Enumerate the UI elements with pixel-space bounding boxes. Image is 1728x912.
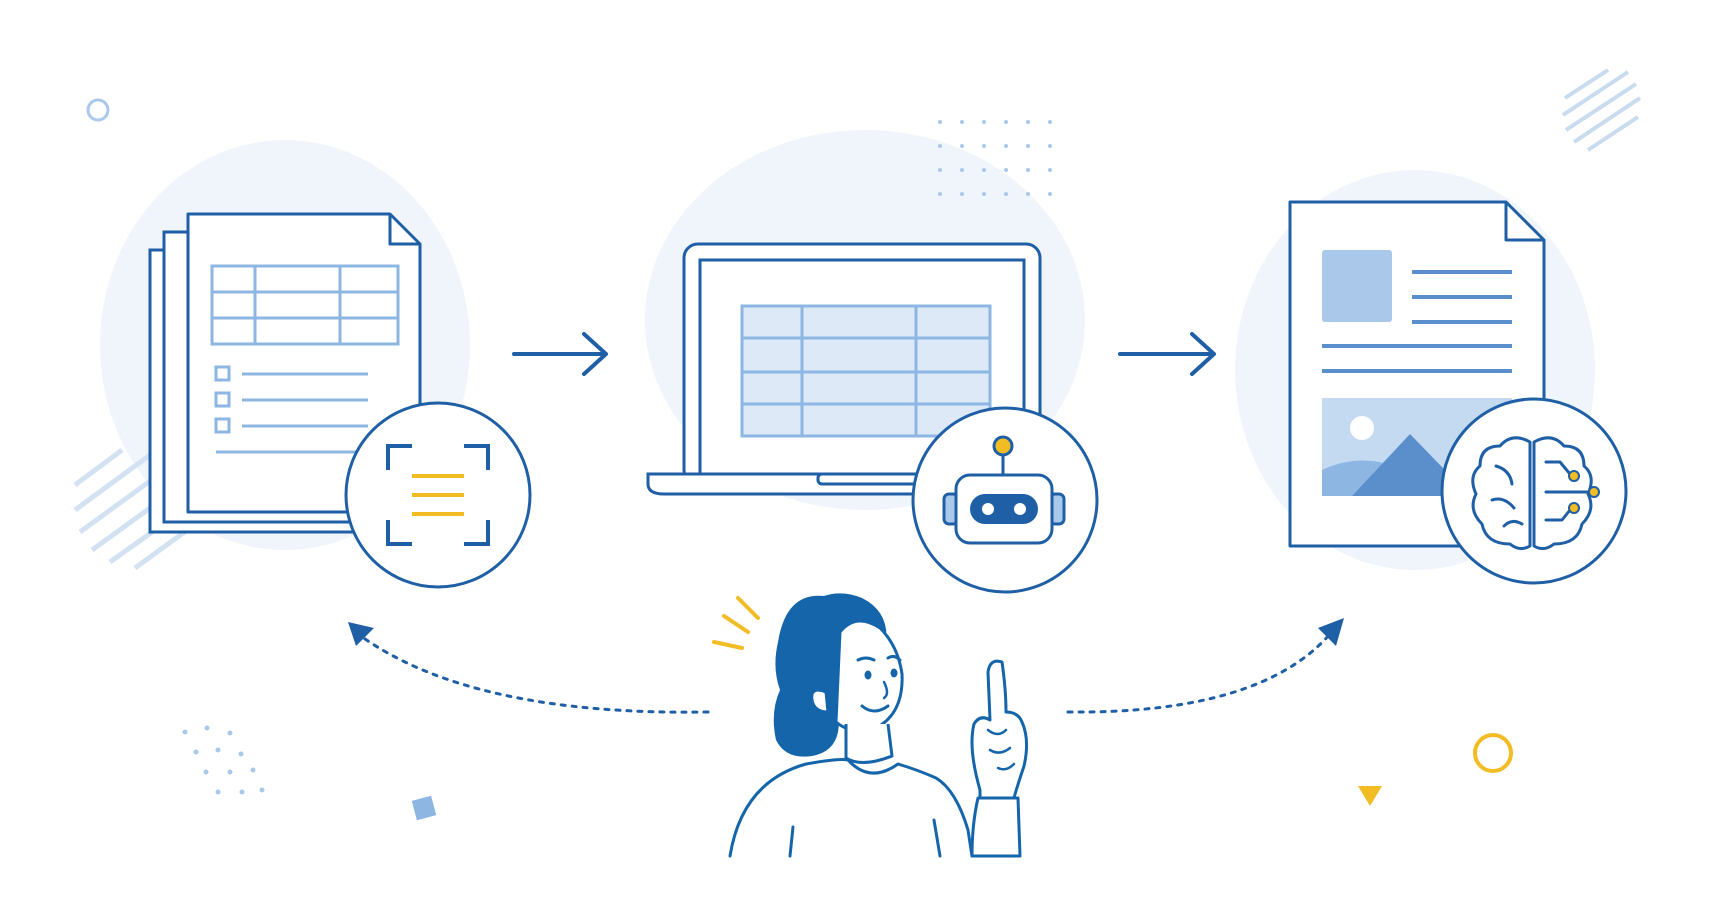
hatched-circle-top-right	[1561, 68, 1642, 152]
idea-spark-lines	[712, 596, 760, 650]
laptop-notch	[816, 472, 920, 486]
step-documents	[148, 212, 532, 589]
eye	[890, 668, 898, 678]
robot-badge	[911, 406, 1099, 594]
dot-grid-top	[938, 120, 1052, 196]
sleeve	[970, 796, 1022, 858]
finger-crease	[986, 728, 1016, 771]
eye	[864, 670, 872, 680]
dotted-arrow-to-report	[1066, 618, 1344, 714]
paper-checklist	[214, 365, 368, 454]
right-arrow-icon	[512, 332, 608, 376]
dotted-arrow-to-documents	[348, 622, 710, 714]
arm-line	[788, 825, 795, 858]
smile	[860, 704, 890, 713]
spreadsheet-grid	[740, 304, 992, 438]
robot-icon	[942, 435, 1066, 545]
small-square-icon	[411, 795, 437, 821]
eyebrow	[856, 656, 876, 662]
ai-brain-badge	[1440, 397, 1628, 585]
dot-cluster-bottom-left	[182, 725, 265, 795]
paper-table	[210, 264, 400, 346]
ai-brain-icon	[1471, 436, 1593, 551]
yellow-ring-icon	[1473, 733, 1513, 773]
hand	[970, 659, 1029, 800]
ear	[810, 688, 830, 714]
neck	[844, 723, 894, 764]
yellow-triangle-icon	[1358, 786, 1382, 806]
ai-brain-nodes	[1568, 470, 1600, 514]
right-arrow-icon	[1118, 332, 1216, 376]
report-text-lines	[1322, 270, 1512, 373]
person-pointing-up	[712, 593, 1029, 858]
report-page-fold	[1504, 202, 1544, 242]
nose	[882, 680, 889, 700]
eyebrow	[886, 654, 902, 662]
torso	[728, 758, 974, 858]
document-scan-icon	[386, 444, 490, 546]
small-ring-icon	[86, 98, 110, 122]
paper-fold	[388, 214, 420, 246]
document-scan-badge	[344, 401, 532, 589]
arm-line	[932, 818, 942, 858]
paper-front	[186, 212, 422, 514]
step-laptop	[646, 242, 1099, 594]
report-thumbnail	[1322, 250, 1392, 322]
step-report	[1288, 200, 1628, 585]
